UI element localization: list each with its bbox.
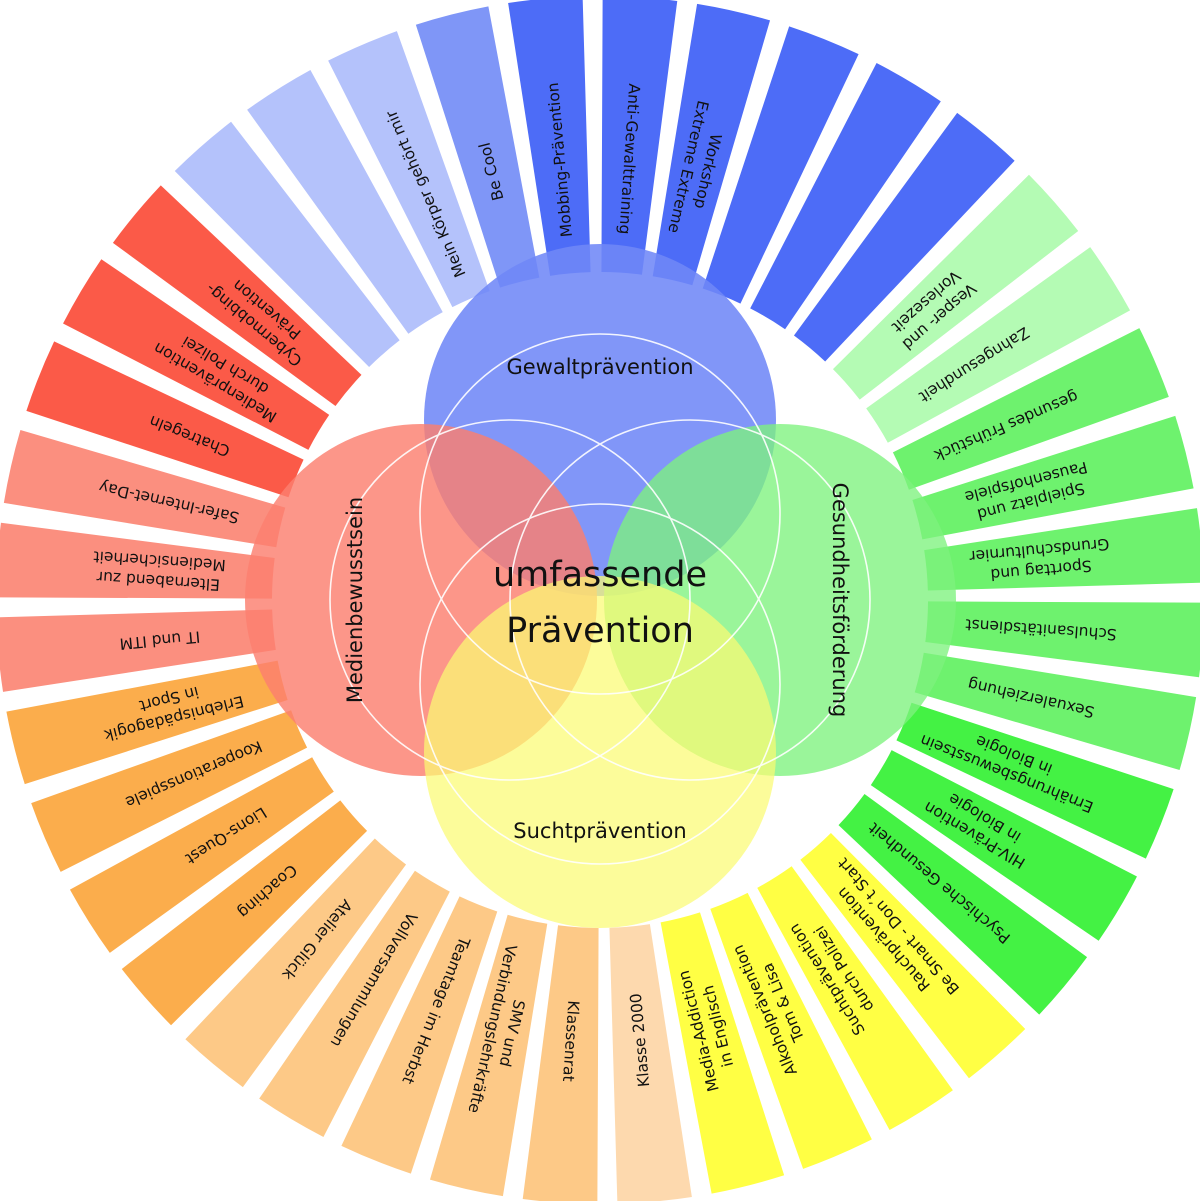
ring-segment — [870, 750, 1137, 941]
ring-segment — [924, 508, 1200, 591]
ring-segment — [415, 6, 540, 288]
ring-segment — [914, 652, 1197, 771]
ring-segment — [185, 838, 407, 1088]
ring-segment — [508, 0, 591, 276]
ring-segment — [866, 247, 1131, 443]
inner-circle-outlines — [329, 333, 871, 865]
ring-segment — [892, 328, 1169, 490]
ring-segment — [757, 866, 953, 1131]
area-label-medien: Medienbewusstsein — [343, 497, 367, 703]
ring-segment — [341, 896, 498, 1174]
ring-segment — [750, 63, 941, 330]
outline-right — [509, 419, 871, 781]
area-label-gewalt: Gewaltprävention — [506, 355, 693, 379]
ring-segment — [652, 3, 771, 286]
ring-segment — [838, 793, 1088, 1015]
area-label-sucht: Suchtprävention — [513, 819, 686, 843]
segment-label: Klassenrat — [559, 1000, 582, 1082]
ring-segment — [121, 800, 368, 1026]
ring-segment — [925, 601, 1200, 678]
ring-segment — [26, 341, 304, 498]
ring-segment — [174, 121, 400, 368]
ring-segment — [609, 924, 692, 1201]
ring-segment — [247, 69, 443, 334]
circle-sucht — [424, 576, 776, 928]
ring-segment — [660, 912, 785, 1194]
ring-segment — [429, 914, 548, 1197]
ring-segment — [800, 832, 1026, 1079]
ring-segment — [522, 925, 599, 1201]
ring-segment — [601, 0, 678, 275]
ring-segment — [832, 174, 1079, 400]
ring-segment — [31, 710, 308, 872]
outline-left — [329, 419, 691, 781]
outline-bottom — [419, 503, 781, 865]
ring-segment — [0, 609, 276, 692]
ring-segment — [63, 259, 330, 450]
outline-top — [419, 333, 781, 695]
ring-segment — [259, 870, 450, 1137]
ring-segment — [0, 522, 275, 599]
center-label-line2: Prävention — [506, 611, 694, 651]
ring-segment — [6, 660, 288, 785]
segment-label-line: Klassenrat — [559, 1000, 582, 1082]
venn-circles — [245, 244, 956, 928]
ring-segment — [912, 415, 1194, 540]
ring-segment — [69, 757, 334, 953]
ring-segment — [702, 26, 859, 304]
ring-segment — [112, 185, 362, 407]
ring-segment — [328, 31, 490, 308]
ring-segment — [793, 112, 1015, 362]
ring-segment — [896, 702, 1174, 859]
area-label-gesundheit: Gesundheitsförderung — [828, 483, 852, 718]
ring-segment — [3, 429, 286, 548]
ring-segment — [710, 892, 872, 1169]
center-label-line1: umfassende — [493, 555, 707, 595]
